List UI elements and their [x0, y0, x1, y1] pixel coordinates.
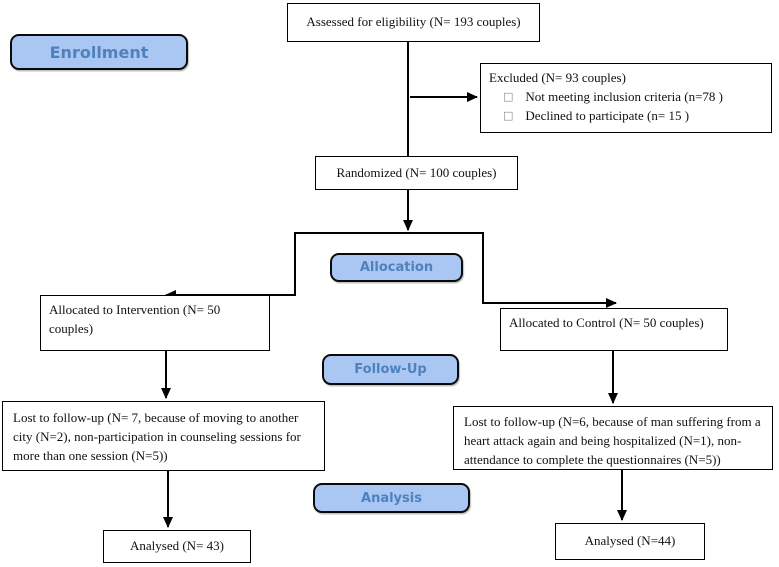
analysed-intervention-text: Analysed (N= 43) — [130, 538, 224, 554]
allocated-control-text: Allocated to Control (N= 50 couples) — [509, 315, 704, 330]
enrollment-stage-label: Enrollment — [10, 34, 188, 70]
randomized-box: Randomized (N= 100 couples) — [315, 156, 518, 190]
followup-stage-label: Follow-Up — [322, 354, 459, 385]
excluded-box: Excluded (N= 93 couples) □ Not meeting i… — [480, 63, 772, 133]
excluded-title: Excluded (N= 93 couples) — [489, 70, 626, 85]
lost-followup-control-text: Lost to follow-up (N=6, because of man s… — [464, 414, 761, 467]
analysis-stage-text: Analysis — [361, 490, 422, 506]
allocated-intervention-text: Allocated to Intervention (N= 50 couples… — [49, 302, 221, 336]
lost-followup-intervention-text: Lost to follow-up (N= 7, because of movi… — [13, 410, 301, 463]
assessed-eligibility-box: Assessed for eligibility (N= 193 couples… — [287, 3, 540, 42]
followup-stage-text: Follow-Up — [354, 362, 427, 377]
assessed-eligibility-text: Assessed for eligibility (N= 193 couples… — [306, 14, 521, 30]
excluded-item-row: □ Declined to participate (n= 15 ) — [489, 107, 763, 126]
excluded-item-row: □ Not meeting inclusion criteria (n=78 ) — [489, 88, 763, 107]
analysis-stage-label: Analysis — [313, 483, 470, 513]
allocation-stage-label: Allocation — [330, 253, 463, 282]
analysed-control-box: Analysed (N=44) — [555, 523, 705, 560]
lost-followup-intervention-box: Lost to follow-up (N= 7, because of movi… — [2, 401, 325, 471]
excluded-item-text: Not meeting inclusion criteria (n=78 ) — [525, 88, 723, 104]
excluded-item-text: Declined to participate (n= 15 ) — [525, 107, 690, 123]
enrollment-stage-text: Enrollment — [49, 42, 149, 62]
allocated-control-box: Allocated to Control (N= 50 couples) — [500, 308, 728, 351]
checkbox-icon: □ — [503, 108, 514, 122]
lost-followup-control-box: Lost to follow-up (N=6, because of man s… — [453, 406, 773, 470]
checkbox-icon: □ — [503, 89, 514, 103]
analysed-intervention-box: Analysed (N= 43) — [103, 530, 251, 563]
randomized-text: Randomized (N= 100 couples) — [336, 164, 497, 180]
allocation-stage-text: Allocation — [359, 260, 434, 275]
analysed-control-text: Analysed (N=44) — [584, 533, 676, 549]
allocated-intervention-box: Allocated to Intervention (N= 50 couples… — [40, 295, 270, 351]
